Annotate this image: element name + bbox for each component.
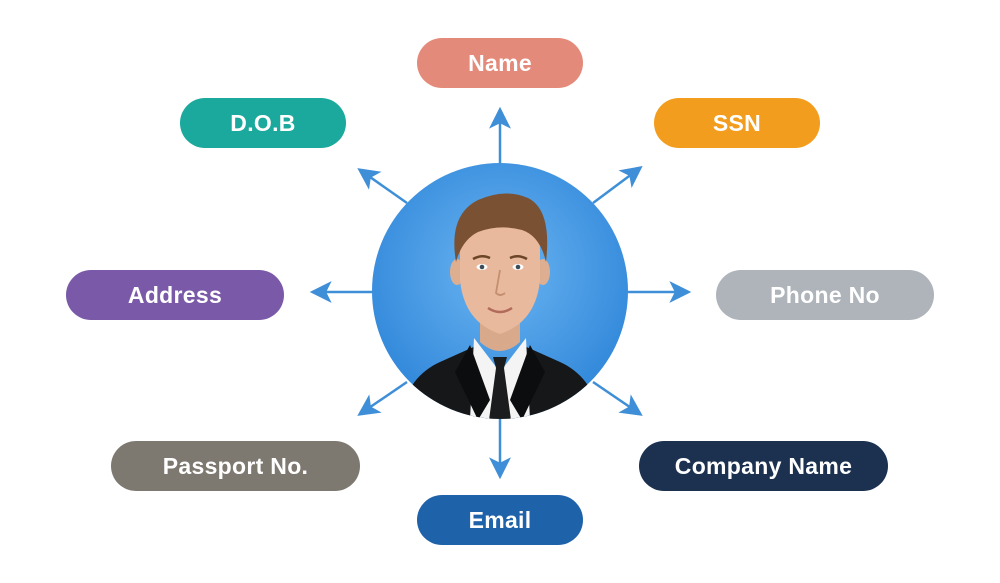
arrow-to-ssn <box>592 166 643 205</box>
address-pill: Address <box>66 270 284 320</box>
dob-pill: D.O.B <box>180 98 346 148</box>
email-pill: Email <box>417 495 583 545</box>
arrow-to-dob <box>357 168 408 205</box>
ssn-pill: SSN <box>654 98 820 148</box>
arrow-to-company <box>592 380 643 416</box>
name-pill: Name <box>417 38 583 88</box>
phone-no-pill: Phone No <box>716 270 934 320</box>
company-name-pill: Company Name <box>639 441 888 491</box>
arrow-to-passport <box>357 380 408 416</box>
passport-no-pill: Passport No. <box>111 441 360 491</box>
